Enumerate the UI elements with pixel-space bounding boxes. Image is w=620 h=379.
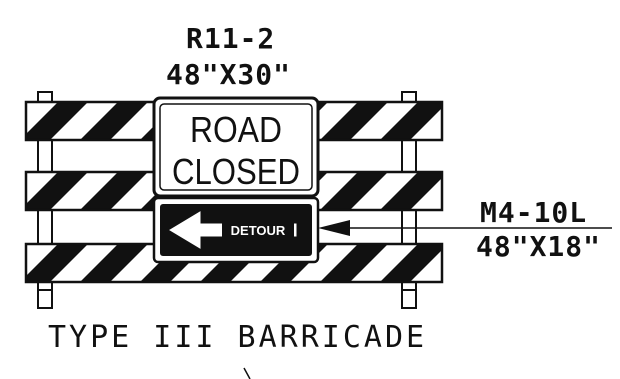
rail-stripe — [26, 244, 88, 282]
rail-stripe — [80, 102, 148, 140]
side-sign-size-label: 48"X18" — [476, 230, 602, 263]
barricade-caption: TYPE III BARRICADE — [48, 320, 428, 355]
rail-stripe — [440, 208, 442, 210]
left-post-foot — [37, 289, 53, 309]
road-closed-line1: ROAD — [190, 109, 282, 150]
rail-stripe — [26, 172, 28, 174]
rail-stripe — [440, 138, 442, 140]
rail-stripe — [26, 172, 88, 210]
leader-arrow-icon — [318, 220, 350, 236]
rail-stripe — [26, 102, 88, 140]
detour-sign: DETOUR — [152, 196, 320, 264]
detour-plate-text: DETOUR — [231, 223, 286, 238]
rail-stripe — [80, 172, 148, 210]
rail-stripe — [26, 244, 28, 246]
rail-stripe — [320, 172, 388, 210]
rail-stripe — [440, 280, 442, 282]
rail-stripe — [80, 244, 148, 282]
rail-stripe — [380, 172, 442, 210]
stray-mark — [243, 367, 251, 379]
leader-line — [318, 220, 612, 236]
rail-stripe — [320, 244, 388, 282]
road-closed-line2: CLOSED — [172, 151, 300, 192]
rail-stripe — [380, 244, 442, 282]
top-sign-size-label: 48"X30" — [166, 58, 292, 91]
top-sign-code-label: R11-2 — [186, 22, 276, 55]
rail-stripe — [380, 102, 442, 140]
road-closed-sign: ROAD CLOSED — [152, 96, 320, 198]
rail-stripe — [320, 102, 388, 140]
right-post-foot — [401, 289, 417, 309]
side-sign-code-label: M4-10L — [480, 196, 588, 229]
rail-stripe — [26, 102, 28, 104]
